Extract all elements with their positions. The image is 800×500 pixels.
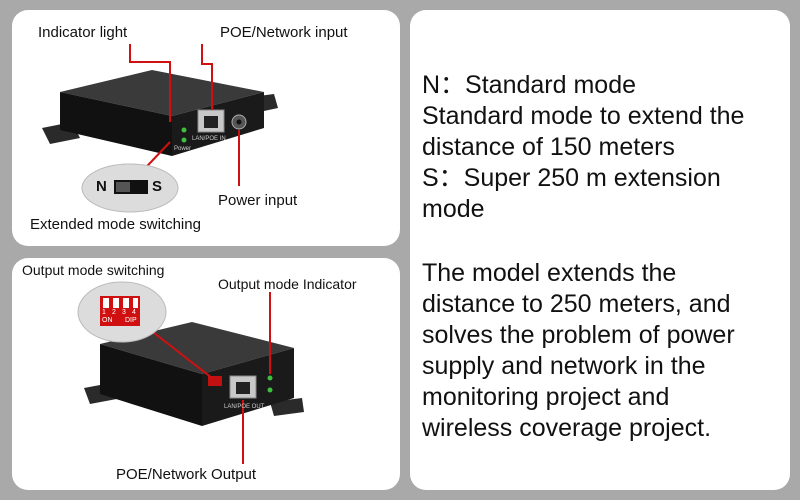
output-mode-switching-label: Output mode switching	[22, 262, 165, 278]
product-description: The model extends the distance to 250 me…	[422, 258, 735, 444]
mode-line-s: S：Super 250 m extension	[422, 164, 721, 192]
description-line: monitoring project and	[422, 383, 670, 411]
mode-description: N：Standard mode Standard mode to extend …	[422, 70, 744, 225]
output-mode-led-icon	[267, 375, 273, 381]
device-port-text: LAN/POE IN	[192, 136, 226, 142]
description-panel: N：Standard mode Standard mode to extend …	[410, 10, 790, 490]
power-input-label: Power input	[218, 192, 298, 209]
mode-line-n: N：Standard mode	[422, 71, 637, 99]
extended-mode-label: Extended mode switching	[30, 216, 201, 233]
poe-input-label: POE/Network input	[220, 24, 348, 41]
device-power-text: Power	[174, 146, 192, 152]
dip-number-2: 2	[112, 309, 116, 316]
description-line: wireless coverage project.	[422, 414, 712, 442]
dip-dip-label: DIP	[125, 317, 137, 324]
switch-n-label: N	[96, 178, 107, 195]
device-input-panel: Indicator light POE/Network input Power …	[12, 10, 400, 246]
switch-s-label: S	[152, 178, 163, 195]
dip-number-3: 3	[122, 309, 126, 316]
mode-line-distance: distance of 150 meters	[422, 133, 675, 161]
dip-on-label: ON	[102, 317, 113, 324]
dip-number-4: 4	[132, 309, 136, 316]
description-line: supply and network in the	[422, 352, 706, 380]
extender-device-illustration	[42, 44, 278, 213]
description-line: solves the problem of power	[422, 321, 735, 349]
description-line: The model extends the	[422, 259, 677, 287]
indicator-light-label: Indicator light	[38, 24, 128, 41]
device-output-port-text: LAN/POE OUT	[224, 404, 265, 410]
output-mode-indicator-label: Output mode Indicator	[218, 276, 357, 292]
device-output-panel: Output mode switching Output mode Indica…	[12, 258, 400, 490]
dip-number-1: 1	[102, 309, 106, 316]
mode-line-standard: Standard mode to extend the	[422, 102, 745, 130]
description-line: distance to 250 meters, and	[422, 290, 731, 318]
mode-line-mode: mode	[422, 195, 485, 223]
poe-output-label: POE/Network Output	[116, 466, 257, 483]
indicator-led-icon	[181, 127, 187, 133]
extender-output-illustration	[77, 281, 304, 464]
power-led-icon	[181, 137, 187, 143]
